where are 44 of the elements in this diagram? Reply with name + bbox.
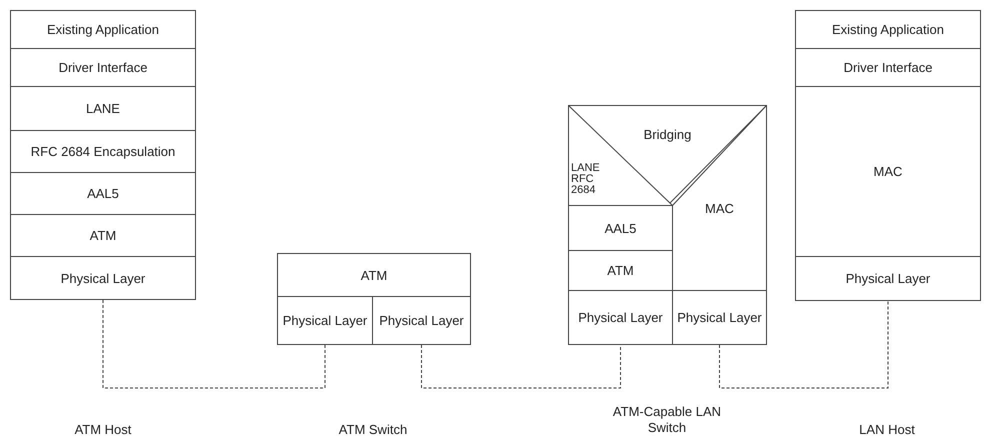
layer-box <box>795 256 981 301</box>
layer-box <box>10 48 196 87</box>
layer-label: Driver Interface <box>58 60 148 75</box>
layer-label: Physical Layer <box>846 271 930 286</box>
layer-label: RFC 2684 Encapsulation <box>30 144 176 159</box>
layer-box <box>10 86 196 131</box>
layer-label: AAL5 <box>604 220 636 236</box>
layer-label: Existing Application <box>46 22 159 37</box>
layer-label: Bridging <box>644 127 692 142</box>
layer-box <box>795 48 981 87</box>
layer-box <box>10 130 196 173</box>
layer-label: Existing Application <box>832 22 944 37</box>
layer-box <box>10 214 196 257</box>
layer-label: MAC <box>705 200 734 216</box>
device-label: ATM Switch <box>338 422 408 438</box>
layer-label: Physical Layer <box>578 310 663 325</box>
layer-label: Physical Layer <box>379 313 464 328</box>
layer-label: ATM <box>90 228 116 243</box>
dashed-connector <box>421 344 621 388</box>
layer-box <box>795 10 981 49</box>
layer-label: Physical Layer <box>282 313 368 328</box>
layer-label: LANE <box>86 101 120 116</box>
layer-label: Driver Interface <box>844 60 932 75</box>
layer-label: Physical Layer <box>60 270 146 286</box>
layer-box <box>672 290 767 345</box>
layer-label: MAC <box>874 164 902 179</box>
device-label: ATM Host <box>74 422 132 438</box>
layer-box <box>10 256 196 300</box>
dashed-connector <box>102 300 326 388</box>
layer-box <box>277 296 373 345</box>
layer-label: ATM <box>360 268 388 282</box>
layer-box <box>10 10 196 49</box>
layer-box <box>10 172 196 215</box>
layer-label: Physical Layer <box>677 310 762 325</box>
layer-box <box>568 290 673 345</box>
device-label: LAN Host <box>858 422 916 438</box>
layer-label: LANE RFC 2684 <box>571 163 601 196</box>
layer-label: AAL5 <box>87 186 119 201</box>
layer-box <box>795 86 981 257</box>
layer-box <box>277 253 471 297</box>
layer-label: ATM <box>607 263 634 278</box>
layer-box <box>372 296 471 345</box>
dashed-connector <box>719 300 888 388</box>
device-label: ATM-Capable LAN Switch <box>612 404 722 436</box>
